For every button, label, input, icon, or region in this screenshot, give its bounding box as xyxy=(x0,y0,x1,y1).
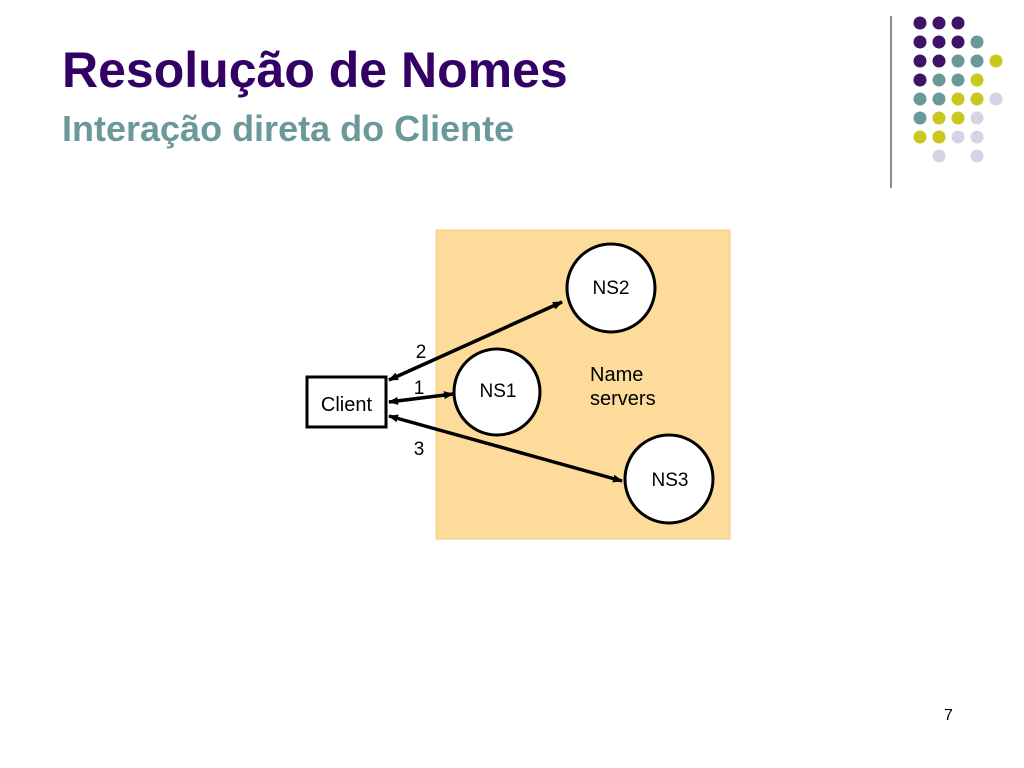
edge-client-ns3 xyxy=(388,414,623,483)
decor-dot xyxy=(989,54,1003,68)
group-label-line2: servers xyxy=(590,388,656,410)
decor-dot xyxy=(951,92,965,106)
decor-dot xyxy=(951,111,965,125)
decor-dot xyxy=(932,73,946,87)
node-ns1-label: NS1 xyxy=(480,381,517,402)
page-number: 7 xyxy=(944,707,953,724)
decor-dot xyxy=(913,130,927,144)
decor-dot xyxy=(970,111,984,125)
decor-dot xyxy=(951,73,965,87)
decorative-dot-grid xyxy=(913,16,1003,163)
node-ns1 xyxy=(452,347,542,437)
node-ns3-label: NS3 xyxy=(652,470,689,491)
slide-title: Resolução de Nomes xyxy=(62,42,568,98)
decor-dot xyxy=(913,16,927,30)
decor-dot xyxy=(932,54,946,68)
decor-dot xyxy=(932,149,946,163)
node-ns2-label: NS2 xyxy=(593,278,630,299)
group-label-line1: Name xyxy=(590,364,643,386)
decor-dot xyxy=(913,54,927,68)
decor-dot xyxy=(913,111,927,125)
client-box xyxy=(305,375,388,429)
edge-label-2: 2 xyxy=(416,342,427,363)
decor-dot xyxy=(913,92,927,106)
decor-dot xyxy=(970,92,984,106)
decor-dot xyxy=(932,130,946,144)
decor-dot xyxy=(932,35,946,49)
decor-dot xyxy=(951,130,965,144)
decor-dot xyxy=(932,111,946,125)
decor-dot xyxy=(970,149,984,163)
decor-dot xyxy=(913,35,927,49)
decor-dot xyxy=(970,130,984,144)
decor-dot xyxy=(951,54,965,68)
decor-dot xyxy=(970,73,984,87)
decor-dot xyxy=(951,16,965,30)
edge-client-ns2 xyxy=(388,300,563,382)
decor-dot xyxy=(970,35,984,49)
node-ns3 xyxy=(623,433,715,525)
decor-dot xyxy=(913,73,927,87)
client-label: Client xyxy=(321,394,373,416)
edge-label-3: 3 xyxy=(414,439,425,460)
edge-client-ns1 xyxy=(388,391,454,405)
edge-label-1: 1 xyxy=(414,378,425,399)
decor-dot xyxy=(932,16,946,30)
node-ns2 xyxy=(565,242,657,334)
decor-dot xyxy=(989,92,1003,106)
decor-dot xyxy=(951,35,965,49)
slide-subtitle: Interação direta do Cliente xyxy=(62,108,515,149)
decor-dot xyxy=(970,54,984,68)
header-divider xyxy=(890,16,892,188)
decor-dot xyxy=(932,92,946,106)
